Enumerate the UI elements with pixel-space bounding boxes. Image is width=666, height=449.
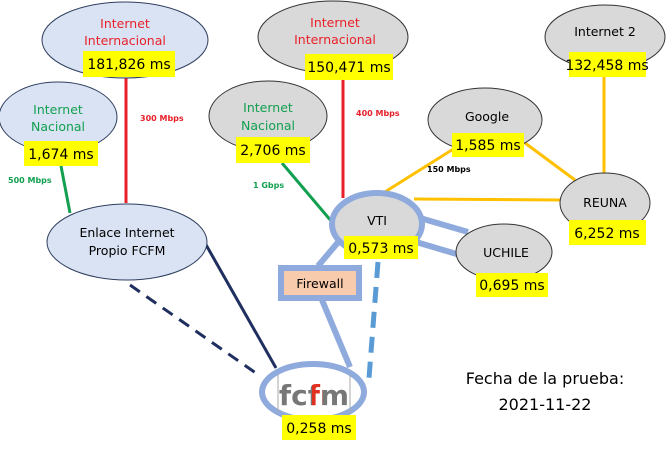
bandwidth-nac-right: 1 Gbps: [253, 181, 284, 190]
node-label: REUNA: [583, 195, 627, 210]
link-enlace-fcfm-dashed: [129, 283, 261, 378]
node-firewall: Firewall: [278, 265, 362, 301]
bandwidth-intl-left: 300 Mbps: [140, 114, 184, 123]
bandwidth-intl-right: 400 Mbps: [356, 109, 400, 118]
link-vti-uchile-2: [415, 239, 461, 258]
link-firewall-fcfm: [319, 298, 353, 369]
latency-badge: 2,706 ms: [240, 143, 305, 159]
node-label: Firewall: [296, 276, 343, 291]
fcfm-logo-text: fcfm: [279, 379, 349, 412]
link-vti-fcfm-dashed: [366, 261, 381, 379]
fcfm-logo: fcfm: [277, 375, 351, 413]
node-enlace-internet-propio: Enlace Internet Propio FCFM: [46, 203, 208, 281]
latency-badge: 181,826 ms: [87, 57, 170, 73]
node-label-line2: Propio FCFM: [89, 243, 166, 258]
node-fcfm: fcfm 0,258 ms: [259, 361, 367, 440]
link-google-reuna: [524, 141, 576, 182]
node-label-line2: Internacional: [84, 33, 166, 48]
node-label-line1: Internet: [100, 16, 150, 31]
test-date-value: 2021-11-22: [499, 395, 592, 414]
link-nac-right: [280, 162, 334, 223]
node-label-line2: Nacional: [31, 119, 85, 134]
test-date-label: Fecha de la prueba:: [466, 369, 625, 388]
node-internet-internacional-left: Internet Internacional 181,826 ms: [41, 1, 209, 79]
node-label-line1: Internet: [33, 102, 83, 117]
node-label-line2: Nacional: [241, 118, 295, 133]
node-label-line1: Internet: [243, 100, 293, 115]
node-label-line1: Internet: [310, 15, 360, 30]
latency-badge: 0,258 ms: [286, 421, 351, 437]
node-internet-internacional-right: Internet Internacional 150,471 ms: [257, 0, 409, 80]
node-label: UCHILE: [483, 245, 529, 260]
latency-badge: 132,458 ms: [565, 58, 648, 74]
link-enlace-fcfm: [203, 242, 278, 369]
latency-badge: 1,585 ms: [455, 138, 520, 154]
node-google: Google 1,585 ms: [427, 87, 543, 157]
node-internet-nacional-right: Internet Nacional 2,706 ms: [208, 80, 328, 163]
node-label: VTI: [367, 213, 387, 228]
node-vti: VTI 0,573 ms: [329, 190, 425, 259]
bandwidth-google: 150 Mbps: [427, 165, 471, 174]
latency-badge: 0,573 ms: [348, 241, 413, 257]
node-label: Internet 2: [574, 24, 636, 39]
node-uchile: UCHILE 0,695 ms: [455, 223, 553, 297]
node-internet-nacional-left: Internet Nacional 1,674 ms: [0, 81, 118, 166]
latency-badge: 0,695 ms: [479, 278, 544, 294]
bandwidth-nac-left: 500 Mbps: [8, 176, 52, 185]
link-nac-left: [59, 165, 72, 214]
link-vti-reuna: [413, 197, 563, 202]
latency-badge: 6,252 ms: [574, 226, 639, 242]
latency-badge: 1,674 ms: [28, 147, 93, 163]
latency-badge: 150,471 ms: [307, 60, 390, 76]
link-vti-uchile-1: [419, 215, 469, 235]
node-label-line2: Internacional: [294, 32, 376, 47]
link-vti-google: [379, 146, 456, 197]
node-internet-2: Internet 2 132,458 ms: [544, 4, 666, 77]
link-vti-firewall: [315, 238, 343, 268]
node-label: Google: [465, 109, 509, 124]
node-label-line1: Enlace Internet: [79, 225, 174, 240]
node-reuna: REUNA 6,252 ms: [559, 172, 651, 245]
